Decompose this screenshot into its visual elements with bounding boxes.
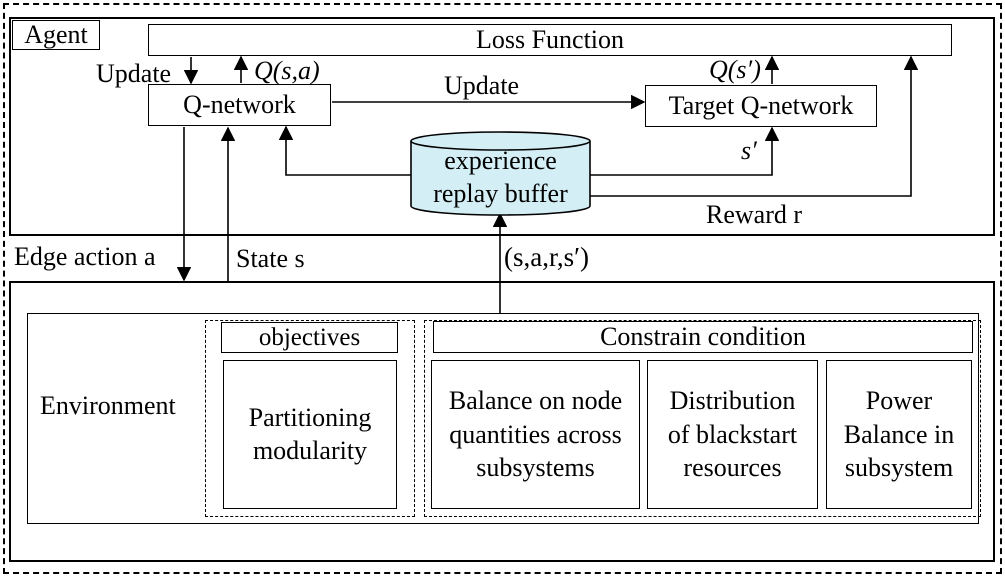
environment-region <box>9 281 995 562</box>
arrow-buffer-to-qnet <box>278 125 411 176</box>
transition-tuple-label: (s,a,r,s′) <box>504 242 590 272</box>
agent-region <box>9 17 995 236</box>
arrow-reward-to-loss <box>590 55 919 197</box>
constraints-group <box>424 320 981 517</box>
constraint-power-balance-box: Power Balance in subsystem <box>826 360 972 509</box>
update-label-left: Update <box>96 59 172 88</box>
objectives-title-box: objectives <box>221 322 398 353</box>
objectives-group <box>205 320 415 517</box>
objective-partitioning-box: Partitioning modularity <box>223 360 397 509</box>
agent-label: Agent <box>12 20 100 50</box>
update-label-mid: Update <box>444 71 520 100</box>
target-q-network-box: Target Q-network <box>645 85 877 127</box>
s-prime-label: s′ <box>741 136 757 165</box>
buffer-label-line2: replay buffer <box>433 179 568 208</box>
state-label: State s <box>236 244 305 273</box>
q-network-box: Q-network <box>148 84 331 126</box>
constraint-blackstart-box: Distribution of blackstart resources <box>647 360 818 509</box>
loss-function-box: Loss Function <box>148 24 952 56</box>
q-s-prime-label: Q(s′) <box>709 55 761 84</box>
edge-action-label: Edge action a <box>14 242 156 271</box>
constraint-node-balance-box: Balance on node quantities across subsys… <box>431 360 640 509</box>
replay-buffer-cylinder <box>410 131 591 216</box>
q-sa-label: Q(s,a) <box>254 56 320 85</box>
buffer-label-line1: experience <box>444 146 557 175</box>
constraints-title-box: Constrain condition <box>433 321 973 353</box>
outer-frame <box>3 3 1002 574</box>
reward-label: Reward r <box>706 200 803 229</box>
environment-inner-box <box>27 313 979 524</box>
arrow-buffer-to-target <box>590 126 780 176</box>
environment-label: Environment <box>40 391 176 420</box>
